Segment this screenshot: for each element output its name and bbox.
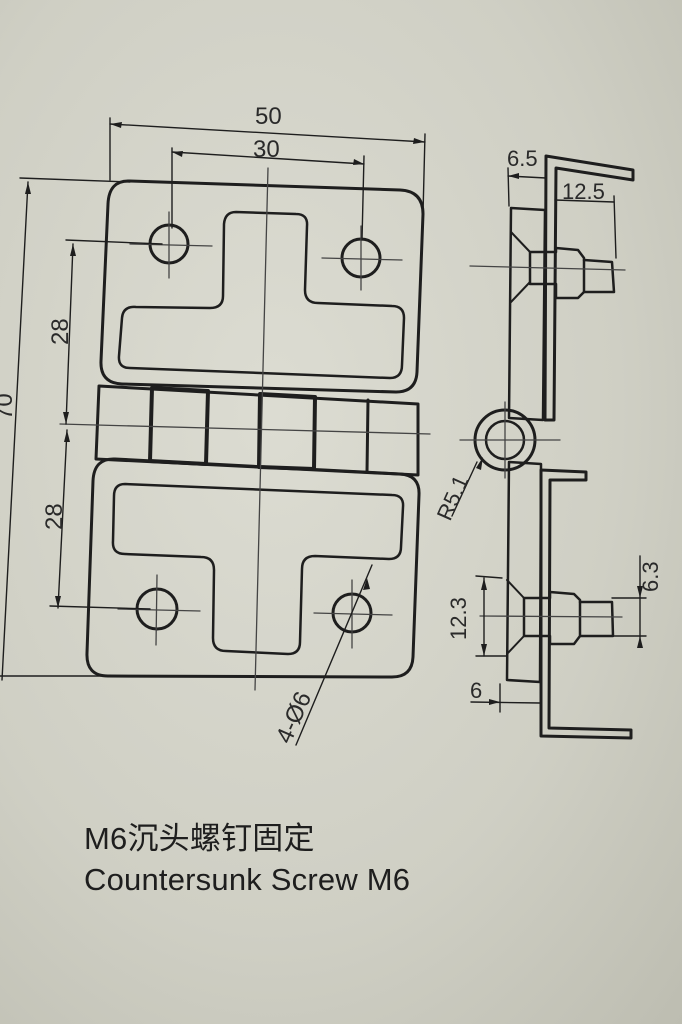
dim-side-offset-top: 6.5 (507, 146, 538, 171)
centre-lines-front (59, 167, 431, 691)
dimension-arrows (25, 122, 425, 608)
upper-leaf-outline (99, 179, 425, 394)
upper-t-cutout (117, 210, 406, 380)
dim-countersink: 12.3 (446, 597, 471, 640)
side-upper-bracket (543, 154, 635, 422)
dim-holes: 4-Ø6 (271, 688, 317, 748)
dim-lower-offset: 28 (41, 503, 68, 530)
side-upper-thread (582, 258, 616, 294)
side-lower-bracket (539, 468, 633, 740)
caption-english: Countersunk Screw M6 (84, 862, 411, 897)
side-lower-thread (578, 600, 615, 638)
dimension-lines-side (451, 167, 647, 713)
dim-upper-offset: 28 (47, 318, 74, 345)
side-lower-countersink (506, 579, 525, 655)
dim-overall-width: 50 (255, 103, 282, 130)
dim-pin-radius: R5.1 (432, 471, 474, 524)
dim-hole-spacing: 30 (253, 136, 280, 163)
side-dimension-arrows (476, 173, 643, 705)
hinge-technical-drawing: 50 30 28 28 70 4-Ø6 6.5 12.5 R5.1 12.3 6… (0, 103, 663, 748)
lower-leaf-outline (85, 457, 421, 679)
caption-chinese: M6沉头螺钉固定 (84, 821, 315, 856)
side-upper-bolt (528, 246, 586, 300)
dim-overall-height: 70 (0, 393, 18, 420)
side-upper-plate (507, 206, 547, 422)
side-lower-bolt (522, 590, 582, 646)
dim-stud-height: 6.3 (638, 561, 663, 592)
centre-lines-side (459, 265, 626, 618)
dimension-lines-front (0, 117, 426, 746)
dim-bottom-offset: 6 (470, 678, 482, 703)
lower-t-cutout (111, 482, 405, 656)
dim-side-depth: 12.5 (562, 179, 605, 204)
